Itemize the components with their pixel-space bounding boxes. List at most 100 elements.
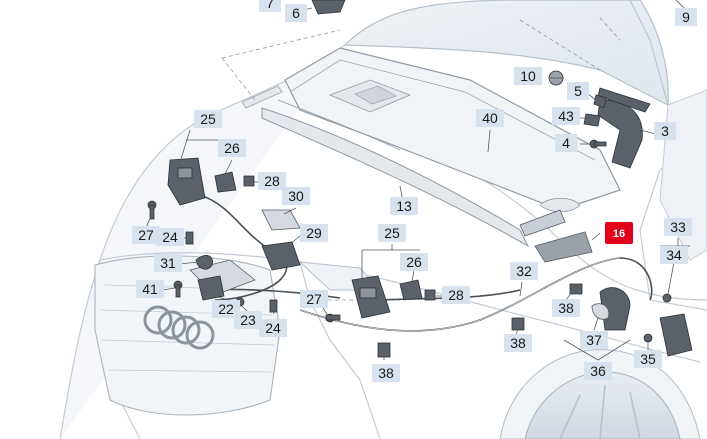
callout-c38b[interactable]: 38: [504, 334, 532, 352]
callout-c38a[interactable]: 38: [552, 299, 580, 317]
release-lever: [659, 313, 693, 357]
callout-text: 27: [306, 291, 322, 307]
callout-bg: [442, 286, 470, 304]
callout-c10[interactable]: 10: [514, 67, 542, 85]
callout-c22[interactable]: 22: [212, 300, 240, 318]
callout-c25a[interactable]: 25: [194, 110, 222, 128]
brand-rings: [143, 305, 215, 350]
callout-bg: [136, 280, 164, 298]
callout-bg: [552, 299, 580, 317]
cable-holder: [599, 287, 631, 331]
callout-c27a[interactable]: 27: [132, 226, 160, 244]
hood-hinge: [597, 99, 643, 169]
callout-text: 40: [482, 110, 498, 126]
callout-bg: [259, 0, 281, 12]
callout-c43[interactable]: 43: [552, 107, 580, 125]
callout-c31[interactable]: 31: [154, 254, 182, 272]
callout-c25b[interactable]: 25: [378, 224, 406, 242]
callout-bg: [654, 122, 676, 140]
callout-text: 38: [510, 335, 526, 351]
callout-bg: [259, 319, 287, 337]
callout-text: 6: [292, 5, 300, 21]
callout-c35[interactable]: 35: [634, 350, 662, 368]
callout-bg: [212, 300, 240, 318]
callout-c27b[interactable]: 27: [300, 290, 328, 308]
callout-text: 24: [265, 320, 281, 336]
callout-bg: [282, 187, 310, 205]
hood-lock-left: [167, 157, 206, 206]
callout-text: 28: [264, 173, 280, 189]
callout-text: 43: [558, 108, 574, 124]
callout-c33[interactable]: 33: [664, 218, 692, 236]
callout-c28b[interactable]: 28: [442, 286, 470, 304]
callout-c5[interactable]: 5: [567, 82, 589, 100]
callout-bg: [660, 246, 688, 264]
callout-bg: [510, 262, 538, 280]
callout-c24a[interactable]: 24: [156, 228, 184, 246]
callout-c29[interactable]: 29: [300, 224, 328, 242]
callout-c13[interactable]: 13: [390, 197, 418, 215]
callout-text: 31: [160, 255, 176, 271]
callout-bg: [258, 172, 286, 190]
callout-c28a[interactable]: 28: [258, 172, 286, 190]
callout-bg: [584, 362, 612, 380]
callout-bg: [580, 331, 608, 349]
callout-bg: [132, 226, 160, 244]
callout-text: 29: [306, 225, 322, 241]
callout-c7[interactable]: 7: [259, 0, 281, 12]
parts: [147, 0, 693, 358]
callout-text: 26: [224, 140, 240, 156]
callout-text: 10: [520, 68, 536, 84]
callout-bg: [634, 350, 662, 368]
callout-text: 22: [218, 301, 234, 317]
callout-text: 13: [396, 198, 412, 214]
callout-bg: [504, 334, 532, 352]
callout-text: 38: [558, 300, 574, 316]
callout-text: 28: [448, 287, 464, 303]
callout-bg: [476, 109, 504, 127]
plenum-cover: [284, 47, 621, 213]
callout-c30[interactable]: 30: [282, 187, 310, 205]
callout-bg: [372, 364, 400, 382]
callout-text: 32: [516, 263, 532, 279]
callout-text: 34: [666, 247, 682, 263]
callout-c26a[interactable]: 26: [218, 139, 246, 157]
callout-text: 9: [682, 9, 690, 25]
callout-bg: [300, 224, 328, 242]
callout-bg: [567, 82, 589, 100]
callout-c34[interactable]: 34: [660, 246, 688, 264]
callout-c24b[interactable]: 24: [259, 319, 287, 337]
callout-text: 33: [670, 219, 686, 235]
callout-c37[interactable]: 37: [580, 331, 608, 349]
callout-bg: [378, 224, 406, 242]
callout-c6[interactable]: 6: [285, 4, 307, 22]
callout-c23[interactable]: 23: [234, 311, 262, 329]
callout-text: 38: [378, 365, 394, 381]
callout-c41[interactable]: 41: [136, 280, 164, 298]
highlight-callout-text: 16: [613, 228, 625, 240]
callout-c26b[interactable]: 26: [400, 253, 428, 271]
callout-bg: [552, 107, 580, 125]
callout-c36[interactable]: 36: [584, 362, 612, 380]
callout-c4[interactable]: 4: [555, 134, 577, 152]
callout-bg: [555, 134, 577, 152]
callout-c3[interactable]: 3: [654, 122, 676, 140]
callout-c38c[interactable]: 38: [372, 364, 400, 382]
callout-bg: [675, 8, 697, 26]
callout-c40[interactable]: 40: [476, 109, 504, 127]
callout-text: 7: [266, 0, 274, 11]
highlight-callout[interactable]: 16: [605, 222, 633, 244]
callout-text: 41: [142, 281, 158, 297]
callout-text: 23: [240, 312, 256, 328]
hood-panel: [343, 0, 669, 106]
callout-text: 3: [661, 123, 669, 139]
callout-text: 5: [574, 83, 582, 99]
callout-c32[interactable]: 32: [510, 262, 538, 280]
callout-text: 26: [406, 254, 422, 270]
callout-c9[interactable]: 9: [675, 8, 697, 26]
callout-text: 30: [288, 188, 304, 204]
callout-bg: [285, 4, 307, 22]
callout-text: 27: [138, 227, 154, 243]
